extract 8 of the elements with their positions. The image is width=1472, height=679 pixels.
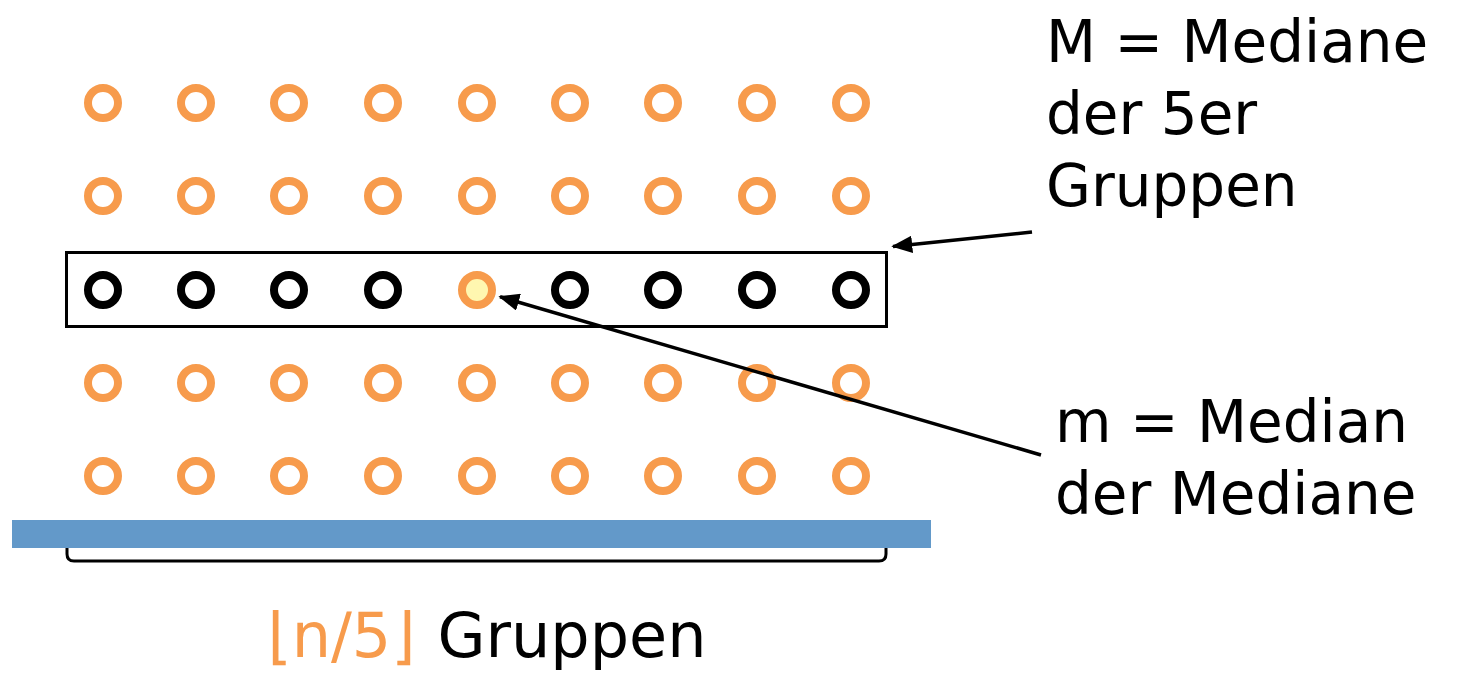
annotation-text: m = Median der Mediane (1055, 388, 1417, 528)
highlight-frame (65, 251, 888, 328)
arrow (498, 293, 1042, 457)
annotation-text: M = Mediane der 5er Gruppen (1046, 8, 1429, 220)
group-label: Gruppen (437, 598, 707, 674)
formula-label: ⌊n/5⌋ (267, 598, 416, 674)
median-circle (458, 271, 496, 309)
arrow (891, 230, 1033, 254)
